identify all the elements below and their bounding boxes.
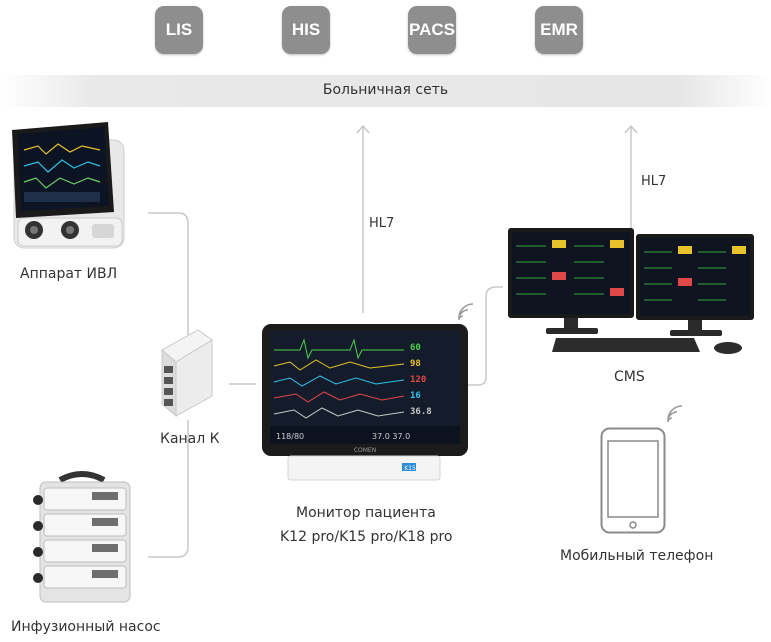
patient-monitor-image: 60 98 120 16 36.8 118/80 37.0 37.0 K15 C… — [260, 322, 470, 486]
monitor-brand-logo: COMEN — [354, 447, 376, 454]
svg-text:98: 98 — [410, 359, 421, 369]
wifi-icon — [458, 303, 474, 321]
patient-monitor-label: Монитор пациента — [296, 505, 436, 521]
hospital-network-band — [0, 75, 771, 107]
mobile-phone-label: Мобильный телефон — [560, 548, 714, 564]
infusion-pump-label: Инфузионный насос — [11, 619, 161, 635]
svg-text:118/80: 118/80 — [276, 432, 304, 441]
hl7-left-label: HL7 — [369, 216, 395, 231]
cms-label: CMS — [614, 369, 645, 385]
svg-text:37.0 37.0: 37.0 37.0 — [372, 432, 410, 441]
phone-wifi-icon — [667, 405, 683, 423]
cms-workstation-image — [506, 226, 756, 360]
his-badge: HIS — [282, 6, 330, 54]
patient-monitor-models: K12 pro/K15 pro/K18 pro — [280, 529, 453, 545]
channel-k-label: Канал К — [160, 431, 220, 447]
ventilator-image — [8, 120, 128, 256]
hospital-network-label: Больничная сеть — [322, 82, 449, 98]
ventilator-label: Аппарат ИВЛ — [20, 266, 118, 282]
mobile-phone-image — [600, 427, 666, 539]
hl7-right-label: HL7 — [641, 174, 667, 189]
monitor-cms-link — [468, 286, 503, 386]
pacs-badge: PACS — [408, 6, 456, 54]
monitor-model-badge: K15 — [404, 465, 416, 472]
svg-text:120: 120 — [410, 375, 426, 385]
channel-k-image — [156, 322, 218, 421]
infusion-pump-image — [30, 470, 138, 610]
ventilator-link — [148, 212, 189, 335]
lis-badge: LIS — [155, 6, 203, 54]
pump-link — [148, 420, 189, 558]
svg-text:16: 16 — [410, 391, 421, 401]
emr-badge: EMR — [535, 6, 583, 54]
svg-text:60: 60 — [410, 343, 421, 353]
svg-text:36.8: 36.8 — [410, 407, 432, 417]
